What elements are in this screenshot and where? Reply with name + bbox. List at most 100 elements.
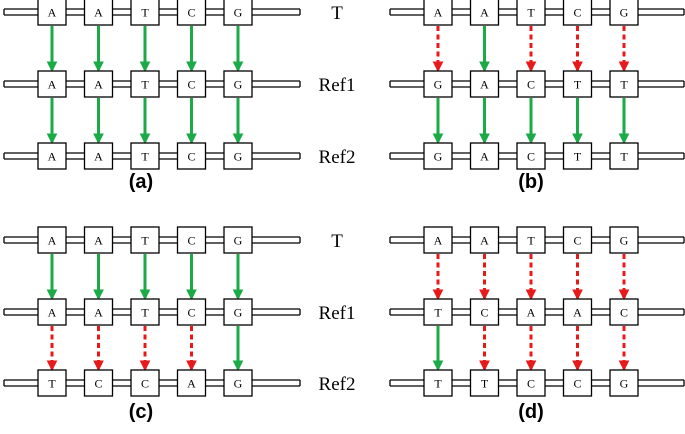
nucleotide-label: G bbox=[234, 234, 243, 248]
nucleotide-label: G bbox=[434, 150, 443, 164]
nucleotide-label: T bbox=[527, 6, 535, 20]
nucleotide-box: A bbox=[37, 0, 67, 26]
nucleotide-label: C bbox=[527, 78, 535, 92]
nucleotide-label: A bbox=[187, 377, 196, 391]
nucleotide-label: C bbox=[573, 234, 581, 248]
nucleotide-label: T bbox=[620, 150, 628, 164]
panel-label: (d) bbox=[518, 401, 544, 423]
nucleotide-box: G bbox=[223, 369, 253, 397]
nucleotide-label: C bbox=[187, 6, 195, 20]
nucleotide-label: A bbox=[94, 78, 103, 92]
nucleotide-label: C bbox=[527, 150, 535, 164]
nucleotide-box: T bbox=[609, 142, 639, 170]
nucleotide-label: T bbox=[141, 234, 149, 248]
nucleotide-box: C bbox=[176, 142, 207, 170]
nucleotide-box: A bbox=[562, 298, 593, 326]
row-label-t: T bbox=[331, 3, 343, 24]
nucleotide-box: G bbox=[223, 142, 253, 170]
nucleotide-box: C bbox=[176, 226, 207, 254]
nucleotide-label: A bbox=[48, 234, 57, 248]
nucleotide-box: C bbox=[516, 142, 546, 170]
nucleotide-label: C bbox=[187, 150, 195, 164]
nucleotide-label: T bbox=[141, 306, 149, 320]
nucleotide-label: G bbox=[434, 78, 443, 92]
row-label-ref1: Ref1 bbox=[319, 303, 356, 324]
nucleotide-label: A bbox=[480, 6, 489, 20]
nucleotide-label: T bbox=[574, 150, 582, 164]
nucleotide-box: A bbox=[176, 369, 207, 397]
nucleotide-box: A bbox=[37, 226, 67, 254]
nucleotide-box: G bbox=[423, 142, 453, 170]
nucleotide-box: T bbox=[130, 0, 160, 26]
nucleotide-label: C bbox=[573, 377, 581, 391]
nucleotide-label: A bbox=[573, 306, 582, 320]
nucleotide-label: A bbox=[527, 306, 536, 320]
nucleotide-box: T bbox=[423, 369, 453, 397]
nucleotide-box: T bbox=[469, 369, 500, 397]
nucleotide-label: A bbox=[48, 306, 57, 320]
nucleotide-box: A bbox=[83, 70, 114, 98]
nucleotide-label: C bbox=[141, 377, 149, 391]
nucleotide-label: A bbox=[94, 234, 103, 248]
nucleotide-box: T bbox=[562, 142, 593, 170]
nucleotide-label: C bbox=[527, 377, 535, 391]
nucleotide-box: A bbox=[37, 298, 67, 326]
nucleotide-box: A bbox=[37, 142, 67, 170]
nucleotide-box: G bbox=[609, 0, 639, 26]
nucleotide-box: A bbox=[37, 70, 67, 98]
row-label-ref1: Ref1 bbox=[319, 75, 356, 96]
nucleotide-box: T bbox=[609, 70, 639, 98]
nucleotide-label: A bbox=[94, 6, 103, 20]
nucleotide-box: T bbox=[130, 142, 160, 170]
nucleotide-label: G bbox=[620, 6, 629, 20]
nucleotide-box: A bbox=[83, 298, 114, 326]
nucleotide-label: A bbox=[480, 78, 489, 92]
nucleotide-label: C bbox=[187, 306, 195, 320]
nucleotide-label: A bbox=[480, 150, 489, 164]
nucleotide-box: T bbox=[562, 70, 593, 98]
nucleotide-label: T bbox=[620, 78, 628, 92]
nucleotide-label: A bbox=[48, 150, 57, 164]
nucleotide-label: A bbox=[94, 306, 103, 320]
nucleotide-box: C bbox=[83, 369, 114, 397]
nucleotide-box: T bbox=[516, 0, 546, 26]
nucleotide-box: A bbox=[83, 0, 114, 26]
nucleotide-box: C bbox=[562, 226, 593, 254]
nucleotide-label: C bbox=[94, 377, 102, 391]
nucleotide-box: A bbox=[83, 226, 114, 254]
nucleotide-box: G bbox=[223, 298, 253, 326]
nucleotide-box: C bbox=[176, 0, 207, 26]
nucleotide-label: T bbox=[48, 377, 56, 391]
nucleotide-box: C bbox=[609, 298, 639, 326]
row-label-ref2: Ref2 bbox=[319, 147, 356, 168]
nucleotide-label: G bbox=[234, 78, 243, 92]
nucleotide-label: G bbox=[234, 377, 243, 391]
nucleotide-box: A bbox=[83, 142, 114, 170]
nucleotide-box: C bbox=[516, 369, 546, 397]
nucleotide-box: A bbox=[423, 226, 453, 254]
nucleotide-box: T bbox=[130, 226, 160, 254]
nucleotide-label: C bbox=[187, 78, 195, 92]
row-label-t: T bbox=[331, 231, 343, 252]
nucleotide-label: T bbox=[141, 150, 149, 164]
nucleotide-box: G bbox=[423, 70, 453, 98]
nucleotide-label: A bbox=[48, 6, 57, 20]
nucleotide-label: G bbox=[234, 150, 243, 164]
nucleotide-label: T bbox=[434, 377, 442, 391]
nucleotide-label: A bbox=[434, 234, 443, 248]
nucleotide-box: C bbox=[130, 369, 160, 397]
nucleotide-box: G bbox=[223, 70, 253, 98]
nucleotide-box: A bbox=[423, 0, 453, 26]
nucleotide-label: T bbox=[434, 306, 442, 320]
nucleotide-box: A bbox=[469, 70, 500, 98]
nucleotide-box: A bbox=[469, 142, 500, 170]
nucleotide-box: C bbox=[176, 298, 207, 326]
nucleotide-box: T bbox=[37, 369, 67, 397]
nucleotide-label: T bbox=[481, 377, 489, 391]
nucleotide-box: G bbox=[223, 226, 253, 254]
nucleotide-box: T bbox=[130, 298, 160, 326]
panel-label: (c) bbox=[129, 401, 153, 423]
nucleotide-label: C bbox=[187, 234, 195, 248]
